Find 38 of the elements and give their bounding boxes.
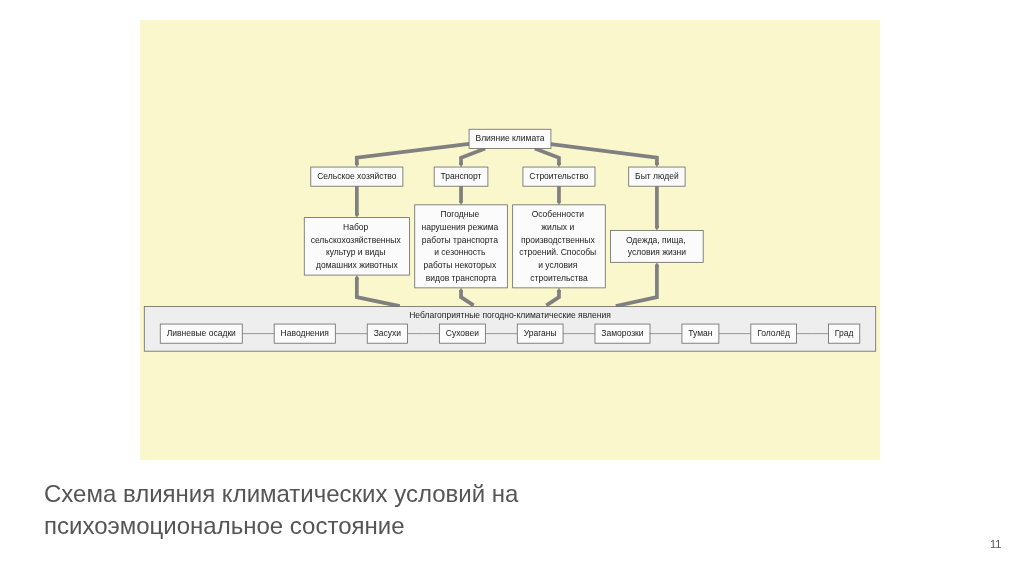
- arrow: [458, 287, 475, 307]
- node-box: Град: [828, 323, 861, 344]
- node-box: Ливневые осадки: [159, 323, 243, 344]
- node-box: Наводнения: [273, 323, 336, 344]
- arrow: [615, 262, 660, 308]
- connector: [334, 333, 368, 334]
- node-box: Влияние климата: [468, 128, 552, 149]
- arrow: [545, 287, 562, 307]
- arrow: [354, 141, 470, 167]
- connector: [241, 333, 275, 334]
- node-box: Особенности жилых и производственных строений. Способы и условия строительства: [512, 204, 606, 289]
- arrow: [458, 185, 464, 205]
- node-box: Суховеи: [438, 323, 486, 344]
- arrow: [354, 274, 401, 308]
- node-box: Засухи: [366, 323, 408, 344]
- page-number: 11: [990, 538, 1002, 550]
- connector: [649, 333, 683, 334]
- arrow: [556, 185, 562, 205]
- node-box: Туман: [681, 323, 720, 344]
- node-box: Погодные нарушения режима работы транспорта и сезонность работы некоторых видов транспорта: [414, 204, 508, 289]
- node-box: Строительство: [522, 166, 596, 187]
- node-box: Ураганы: [516, 323, 564, 344]
- node-box: Быт людей: [628, 166, 686, 187]
- arrow: [354, 185, 360, 218]
- node-box: Одежда, пища, условия жизни: [610, 229, 704, 263]
- node-box: Сельское хозяйство: [310, 166, 404, 187]
- connector: [718, 333, 752, 334]
- node-box: Транспорт: [433, 166, 489, 187]
- connector: [484, 333, 518, 334]
- connector: [562, 333, 596, 334]
- node-box: Набор сельскохозяйственных культур и виды домашних животных: [303, 216, 410, 276]
- node-box: Заморозки: [594, 323, 651, 344]
- node-box: Гололёд: [750, 323, 797, 344]
- arrow: [654, 185, 660, 231]
- connector: [407, 333, 440, 334]
- caption: Схема влияния климатических условий на психоэмоциональное состояние: [44, 479, 520, 542]
- arrow: [550, 142, 660, 167]
- connector: [796, 333, 829, 334]
